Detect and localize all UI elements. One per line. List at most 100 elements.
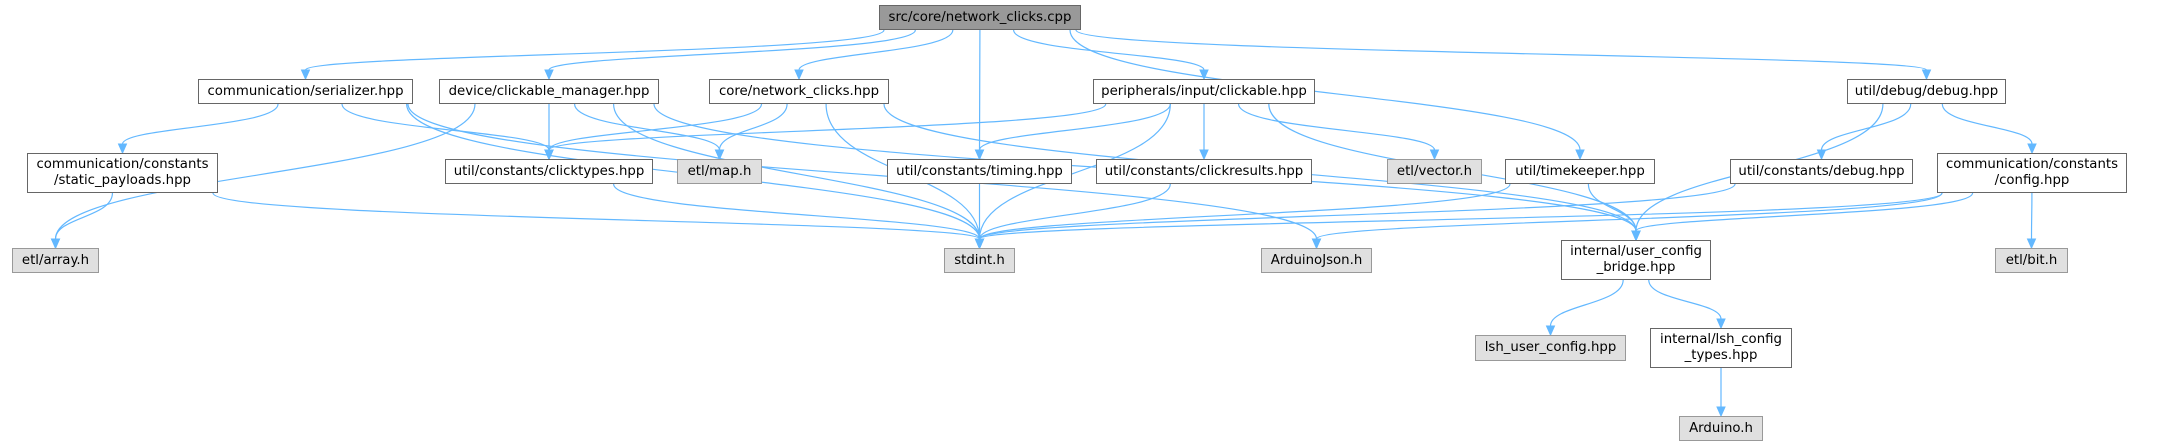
edge-constants-debug-to-stdint <box>978 183 1736 240</box>
arrowhead-icon <box>300 69 311 81</box>
edge-clickable-manager-to-array <box>54 103 476 240</box>
node-label: etl/array.h <box>21 252 90 268</box>
node-timekeeper[interactable]: util/timekeeper.hpp <box>1505 159 1655 184</box>
node-lsh-user-config[interactable]: lsh_user_config.hpp <box>1475 335 1626 361</box>
edge-clickable-manager-to-map <box>573 103 721 151</box>
edge-root-to-debug <box>1075 29 1928 71</box>
edge-timekeeper-to-stdint <box>978 183 1511 240</box>
edge-root-to-serializer <box>304 29 885 71</box>
node-label: etl/vector.h <box>1396 163 1473 179</box>
arrowhead-icon <box>1311 238 1322 250</box>
node-label: util/constants/debug.hpp <box>1738 163 1905 179</box>
node-bridge[interactable]: internal/user_config _bridge.hpp <box>1561 240 1711 280</box>
edge-clickable-to-vector <box>1237 103 1436 151</box>
edge-core-network-clicks-to-clicktypes <box>548 103 763 151</box>
arrowhead-icon <box>1199 69 1209 81</box>
edge-bridge-to-lsh-user-config <box>1549 279 1624 327</box>
node-constants-debug[interactable]: util/constants/debug.hpp <box>1730 159 1913 184</box>
node-label: internal/lsh_config _types.hpp <box>1660 332 1782 363</box>
node-label: util/constants/timing.hpp <box>896 163 1063 179</box>
node-root[interactable]: src/core/network_clicks.cpp <box>879 5 1081 30</box>
arrowhead-icon <box>1199 149 1209 161</box>
node-label: communication/constants /static_payloads… <box>36 157 209 188</box>
arrowhead-icon <box>794 69 804 81</box>
edge-serializer-to-static-payloads <box>121 103 279 145</box>
edge-clickable-to-clicktypes <box>548 103 1107 151</box>
node-array[interactable]: etl/array.h <box>12 248 99 273</box>
edge-clicktypes-to-stdint <box>612 183 981 240</box>
node-label: etl/map.h <box>687 163 752 179</box>
node-clicktypes[interactable]: util/constants/clicktypes.hpp <box>445 159 653 184</box>
node-static-payloads[interactable]: communication/constants /static_payloads… <box>27 153 218 193</box>
arrowhead-icon <box>1429 149 1440 161</box>
node-label: util/debug/debug.hpp <box>1854 83 1999 99</box>
edge-root-to-core-network-clicks <box>798 29 954 71</box>
arrowhead-icon <box>974 238 985 250</box>
arrowhead-icon <box>974 149 985 161</box>
edge-clickable-manager-to-stdint <box>612 103 981 240</box>
node-label: etl/bit.h <box>2005 252 2058 268</box>
arrowhead-icon <box>1631 230 1641 242</box>
edge-core-network-clicks-to-map <box>718 103 788 151</box>
arrowhead-icon <box>544 69 554 81</box>
edge-static-payloads-to-stdint <box>212 192 981 240</box>
arrowhead-icon <box>2027 143 2037 155</box>
node-stdint[interactable]: stdint.h <box>944 248 1015 273</box>
arrowhead-icon <box>714 149 725 161</box>
node-lsh-config-types[interactable]: internal/lsh_config _types.hpp <box>1650 328 1792 368</box>
arrowhead-icon <box>50 238 61 250</box>
edge-root-to-timekeeper <box>1069 29 1581 151</box>
node-timing[interactable]: util/constants/timing.hpp <box>887 159 1072 184</box>
node-config[interactable]: communication/constants /config.hpp <box>1937 153 2127 193</box>
edge-static-payloads-to-array <box>54 192 114 240</box>
arrowhead-icon <box>1716 406 1726 418</box>
node-label: internal/user_config _bridge.hpp <box>1570 244 1702 275</box>
node-arduino[interactable]: Arduino.h <box>1679 416 1763 441</box>
node-debug[interactable]: util/debug/debug.hpp <box>1847 79 2006 104</box>
node-label: util/timekeeper.hpp <box>1515 163 1645 179</box>
node-label: lsh_user_config.hpp <box>1484 340 1617 355</box>
node-clickable-manager[interactable]: device/clickable_manager.hpp <box>439 79 659 104</box>
edge-clickresults-to-stdint <box>978 183 1171 240</box>
node-bit[interactable]: etl/bit.h <box>1995 248 2068 273</box>
node-label: util/constants/clickresults.hpp <box>1104 163 1304 179</box>
arrowhead-icon <box>117 143 128 155</box>
node-label: peripherals/input/clickable.hpp <box>1101 83 1307 99</box>
node-label: stdint.h <box>954 252 1005 268</box>
edge-config-to-arduinojson <box>1315 192 1943 240</box>
edge-root-to-clickable-manager <box>548 29 916 71</box>
node-label: core/network_clicks.hpp <box>718 83 880 99</box>
arrowhead-icon <box>544 149 554 161</box>
node-core-network-clicks[interactable]: core/network_clicks.hpp <box>709 79 889 104</box>
edge-bridge-to-lsh-config-types <box>1648 279 1722 320</box>
node-label: ArduinoJson.h <box>1270 252 1363 268</box>
node-label: src/core/network_clicks.cpp <box>888 9 1072 25</box>
arrowhead-icon <box>2026 238 2037 250</box>
arrowhead-icon <box>1921 69 1932 81</box>
edge-clickable-to-stdint <box>978 103 1171 240</box>
node-clickable[interactable]: peripherals/input/clickable.hpp <box>1093 79 1315 104</box>
edge-config-to-bridge <box>1635 192 1974 232</box>
edge-timekeeper-to-bridge <box>1587 183 1637 232</box>
node-label: util/constants/clicktypes.hpp <box>453 163 645 179</box>
node-arduinojson[interactable]: ArduinoJson.h <box>1261 248 1372 273</box>
edge-serializer-to-clicktypes <box>341 103 550 151</box>
node-vector[interactable]: etl/vector.h <box>1387 159 1482 184</box>
edge-config-to-stdint <box>978 192 1943 240</box>
node-label: Arduino.h <box>1689 420 1753 436</box>
node-label: communication/serializer.hpp <box>207 83 404 99</box>
arrowhead-icon <box>1575 149 1585 161</box>
arrowhead-icon <box>1716 318 1726 330</box>
arrowhead-icon <box>1545 325 1556 337</box>
node-map[interactable]: etl/map.h <box>677 159 762 184</box>
node-label: communication/constants /config.hpp <box>1945 157 2119 188</box>
node-label: device/clickable_manager.hpp <box>448 83 650 99</box>
edge-debug-to-constants-debug <box>1820 103 1912 151</box>
edge-root-to-clickable <box>1013 29 1205 71</box>
edge-clickable-to-timing <box>978 103 1171 151</box>
edge-debug-to-config <box>1941 103 2033 145</box>
node-serializer[interactable]: communication/serializer.hpp <box>198 79 413 104</box>
node-clickresults[interactable]: util/constants/clickresults.hpp <box>1096 159 1312 184</box>
